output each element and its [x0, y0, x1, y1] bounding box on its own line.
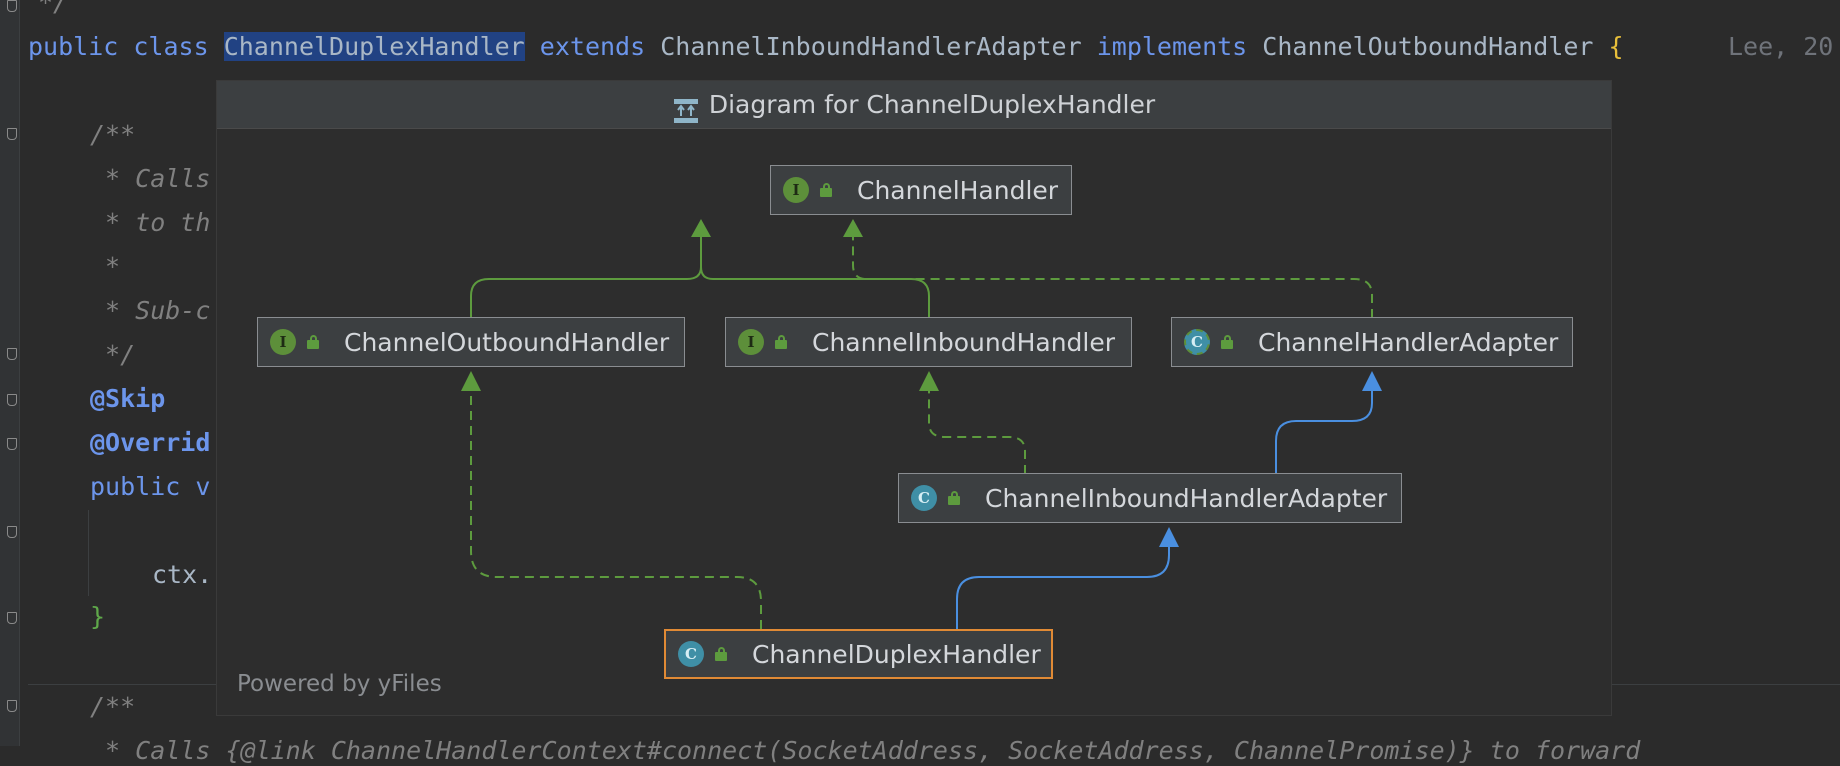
public-access-icon	[1220, 335, 1234, 349]
class-declaration-line[interactable]: public class ChannelDuplexHandler extend…	[28, 32, 1624, 62]
popup-title-text: Diagram for ChannelDuplexHandler	[708, 90, 1156, 119]
fold-marker-icon[interactable]	[7, 438, 17, 450]
public-access-icon	[714, 647, 728, 661]
edge-inbound-to-handler	[700, 266, 930, 318]
node-label: ChannelInboundHandlerAdapter	[985, 483, 1388, 513]
edge-adapter-to-handler	[852, 225, 1373, 318]
diagram-icon	[673, 92, 699, 123]
interface-icon: I	[738, 329, 764, 355]
javadoc-line: * Calls	[90, 164, 211, 193]
keyword-public: public	[28, 32, 119, 61]
edge-duplex-to-inbound-adapter	[956, 547, 1170, 629]
edge-outbound-to-handler	[470, 225, 702, 318]
superclass-name[interactable]: ChannelInboundHandlerAdapter	[660, 32, 1082, 61]
abstract-class-icon: C	[1184, 329, 1210, 355]
public-access-icon	[819, 183, 833, 197]
arrowhead	[919, 371, 939, 391]
public-access-icon	[774, 335, 788, 349]
class-icon: C	[678, 641, 704, 667]
public-access-icon	[947, 491, 961, 505]
node-label: ChannelInboundHandler	[812, 327, 1116, 357]
arrowhead	[1362, 371, 1382, 391]
keyword-class: class	[133, 32, 209, 61]
arrowhead	[461, 371, 481, 391]
fold-marker-icon[interactable]	[7, 612, 17, 624]
node-channel-outbound-handler[interactable]: I ChannelOutboundHandler	[257, 317, 685, 367]
node-label: ChannelHandlerAdapter	[1258, 327, 1559, 357]
popup-title: Diagram for ChannelDuplexHandler	[217, 81, 1611, 128]
fold-marker-icon[interactable]	[7, 526, 17, 538]
public-access-icon	[306, 335, 320, 349]
node-label: ChannelHandler	[857, 175, 1059, 205]
fold-marker-icon[interactable]	[7, 128, 17, 140]
javadoc-open: /**	[90, 692, 136, 721]
keyword-implements: implements	[1096, 32, 1248, 61]
fold-marker-icon[interactable]	[7, 394, 17, 406]
fold-marker-icon[interactable]	[7, 348, 17, 360]
annotation-override: @Overrid	[90, 428, 211, 457]
edge-inbound-adapter-to-inbound	[928, 391, 1026, 474]
node-channel-duplex-handler[interactable]: C ChannelDuplexHandler	[664, 629, 1053, 679]
javadoc-open: /**	[90, 120, 136, 149]
open-brace: {	[1608, 32, 1624, 61]
edge-inbound-adapter-to-adapter	[1275, 391, 1373, 474]
gutter-divider	[19, 0, 20, 746]
powered-by-footer: Powered by yFiles	[237, 671, 442, 697]
node-channel-inbound-handler-adapter[interactable]: C ChannelInboundHandlerAdapter	[898, 473, 1402, 523]
arrowhead	[1159, 527, 1179, 547]
node-channel-handler-adapter[interactable]: C ChannelHandlerAdapter	[1171, 317, 1573, 367]
comment-close: */	[38, 0, 69, 17]
fold-marker-icon[interactable]	[7, 700, 17, 712]
javadoc-line: * Sub-c	[90, 296, 211, 325]
fold-marker-icon[interactable]	[7, 0, 17, 12]
javadoc-line: * to th	[90, 208, 211, 237]
method-declaration[interactable]: public v	[90, 472, 211, 501]
interface-name[interactable]: ChannelOutboundHandler	[1262, 32, 1594, 61]
author-inlay-hint[interactable]: Lee, 20	[1728, 32, 1834, 61]
interface-icon: I	[783, 177, 809, 203]
indent-guide	[88, 510, 89, 596]
class-icon: C	[911, 485, 937, 511]
annotation-skip: @Skip	[90, 384, 166, 413]
javadoc-line: *	[90, 252, 121, 281]
javadoc-close: */	[90, 340, 136, 369]
edge-duplex-to-outbound	[470, 391, 762, 629]
node-label: ChannelDuplexHandler	[752, 639, 1041, 669]
javadoc-line: * Calls {@link ChannelHandlerContext#con…	[90, 736, 1641, 765]
arrowhead	[691, 219, 711, 237]
diagram-popup[interactable]: Diagram for ChannelDuplexHandler	[216, 80, 1612, 716]
editor-gutter	[0, 0, 20, 746]
selected-class-name[interactable]: ChannelDuplexHandler	[223, 32, 525, 61]
node-channel-inbound-handler[interactable]: I ChannelInboundHandler	[725, 317, 1132, 367]
node-channel-handler[interactable]: I ChannelHandler	[770, 165, 1072, 215]
popup-header[interactable]	[217, 81, 1611, 129]
close-brace: }	[90, 602, 106, 631]
interface-icon: I	[270, 329, 296, 355]
arrowhead	[843, 219, 863, 237]
diagram-edges	[461, 219, 1382, 629]
keyword-extends: extends	[539, 32, 646, 61]
node-label: ChannelOutboundHandler	[344, 327, 670, 357]
method-body[interactable]: ctx.	[152, 560, 213, 589]
